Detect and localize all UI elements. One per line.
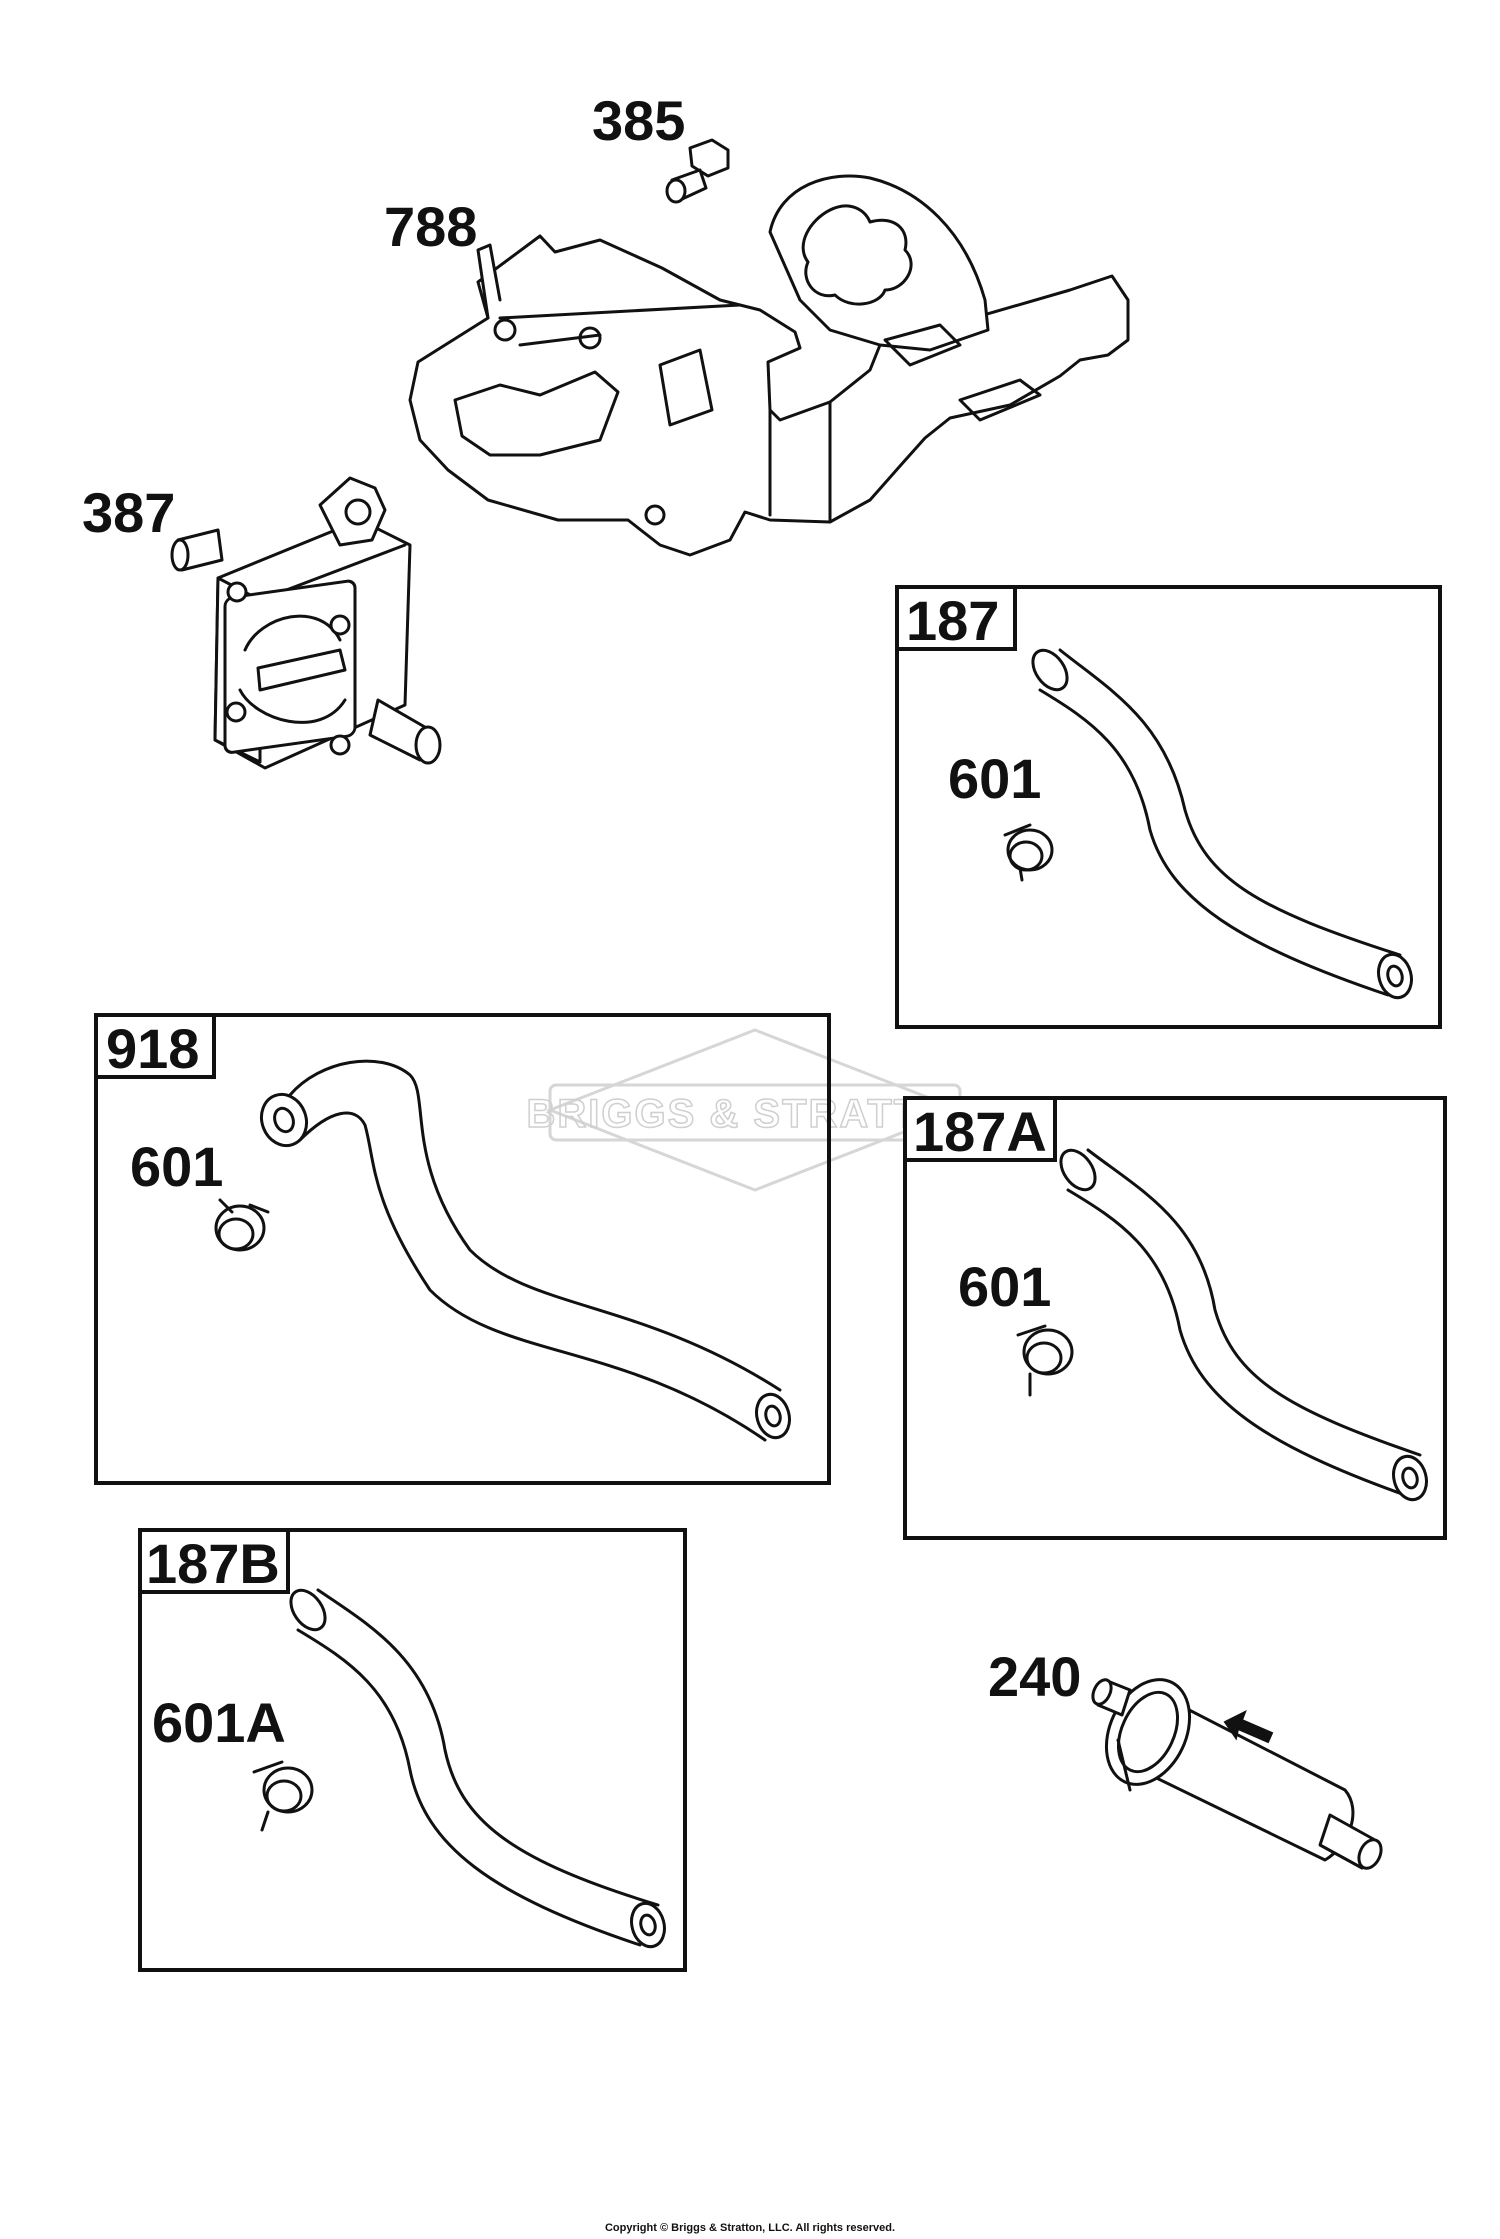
clamp-601-187a xyxy=(1016,1324,1074,1397)
group-187a: 187A 601 xyxy=(903,1096,1447,1540)
hose-187a xyxy=(1059,1148,1428,1502)
group-187a-tab xyxy=(903,1096,1057,1162)
label-387: 387 xyxy=(82,481,175,544)
label-385: 385 xyxy=(592,89,685,152)
label-240: 240 xyxy=(988,1645,1081,1708)
bolt-385 xyxy=(665,138,730,204)
group-918: 918 601 xyxy=(94,1013,831,1485)
fuel-filter-240 xyxy=(1091,1678,1383,1870)
group-187a-label: 187A xyxy=(913,1100,1047,1163)
hose-187 xyxy=(1031,648,1413,1000)
group-187-label: 187 xyxy=(906,589,999,652)
clamp-601a-187b xyxy=(252,1760,314,1832)
label-601-187a: 601 xyxy=(958,1255,1051,1318)
hose-187b xyxy=(289,1588,666,1949)
group-187a-box xyxy=(903,1096,1447,1540)
group-187b-label: 187B xyxy=(146,1532,280,1595)
label-601-187: 601 xyxy=(948,747,1041,810)
label-601-918: 601 xyxy=(130,1135,223,1198)
group-187b-tab xyxy=(138,1528,290,1594)
group-187b-box xyxy=(138,1528,687,1972)
group-187-tab xyxy=(895,585,1017,651)
fuel-pump-387 xyxy=(170,476,442,770)
label-601a-187b: 601A xyxy=(152,1691,286,1754)
group-918-box xyxy=(94,1013,831,1485)
clamp-601-918 xyxy=(214,1198,270,1252)
hose-918 xyxy=(259,1059,791,1442)
label-788: 788 xyxy=(384,195,477,258)
bracket-788 xyxy=(408,174,1130,557)
group-918-tab xyxy=(94,1013,216,1079)
clamp-601-187 xyxy=(1003,823,1054,882)
group-918-label: 918 xyxy=(106,1017,199,1080)
copyright-notice: Copyright © Briggs & Stratton, LLC. All … xyxy=(604,2222,896,2234)
group-187b: 187B 601A xyxy=(138,1528,687,1972)
group-187: 187 601 xyxy=(895,585,1442,1029)
group-187-box xyxy=(895,585,1442,1029)
